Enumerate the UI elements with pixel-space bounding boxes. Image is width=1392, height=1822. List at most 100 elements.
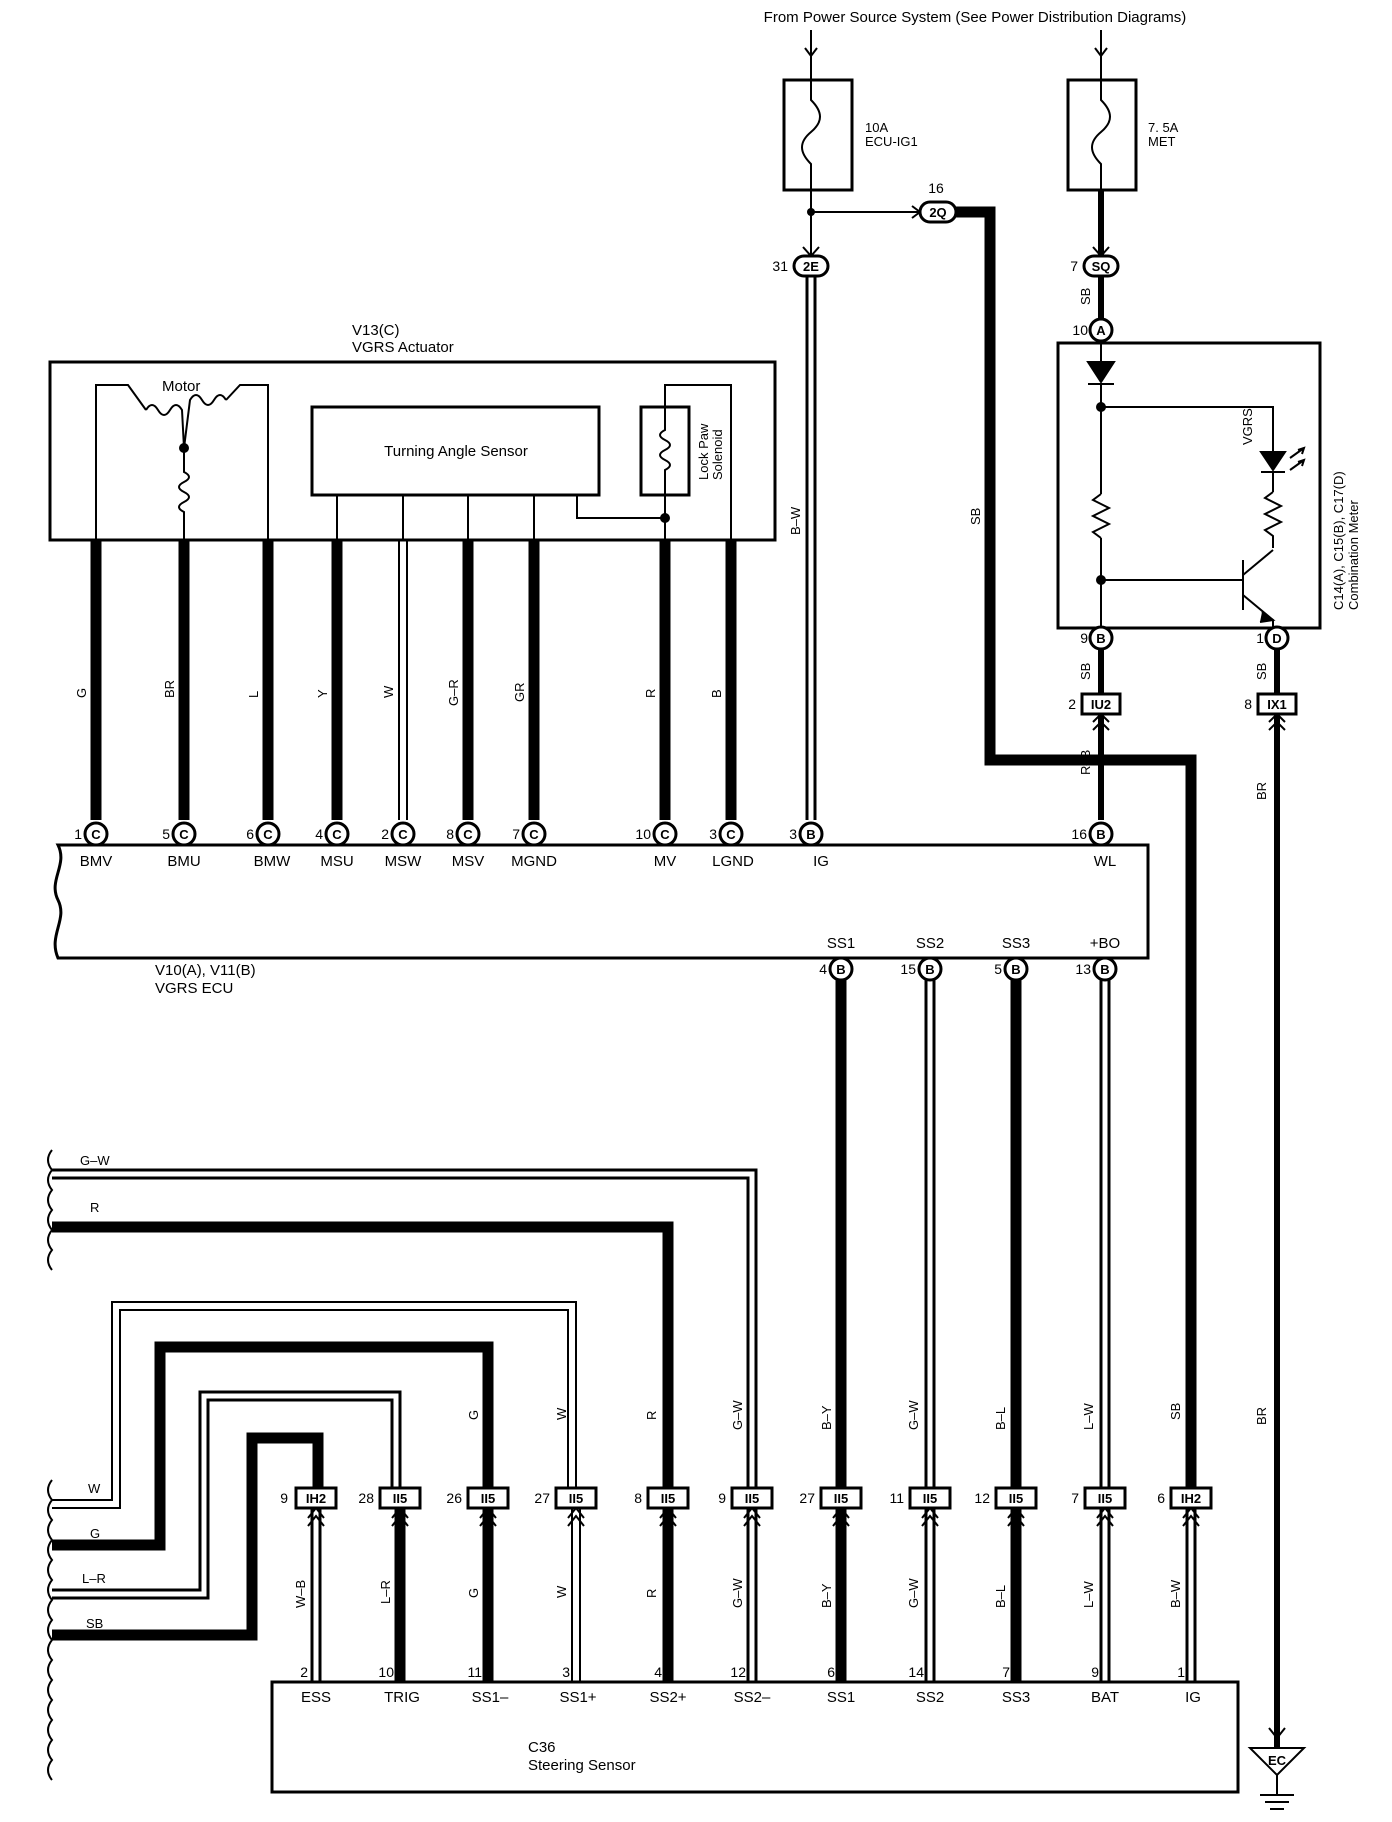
wire-bw-ig <box>805 276 817 820</box>
junction-iu2-pin: 2 <box>1068 696 1076 712</box>
fuse-ecu-ig1 <box>782 78 854 192</box>
actuator-ecu-wires <box>90 540 737 820</box>
ground-code: EC <box>1268 1753 1287 1768</box>
sensor-pin-name: IG <box>1185 1689 1201 1706</box>
actuator-id: V13(C) <box>352 322 400 339</box>
ecu-box <box>53 843 1150 960</box>
lower-label-ss2: G–W <box>906 1578 921 1608</box>
connector-upper-labels: G W R G–W B–Y G–W B–L L–W SB <box>466 1400 1183 1430</box>
ecu-pin-msv-num: 8 <box>446 826 454 842</box>
connector-pin: 9 <box>718 1490 726 1506</box>
connector-pin: 12 <box>974 1490 990 1506</box>
sensor-pin-num: 1 <box>1177 1664 1185 1680</box>
junction-2q-code: 2Q <box>929 205 946 220</box>
motor-windings <box>95 384 269 540</box>
junction-2q: 2Q 16 <box>918 180 958 224</box>
ecu-pin-msu-name: MSU <box>320 853 353 870</box>
fuse-met-rating: 7. 5A <box>1148 120 1179 135</box>
ecu-pin-lgnd-num: 3 <box>709 826 717 842</box>
ecu-pin-mgnd-num: 7 <box>512 826 520 842</box>
left-wire-r: R <box>90 1200 99 1215</box>
lower-label-bat: L–W <box>1081 1581 1096 1608</box>
ecu-pin-bo-code: B <box>1100 962 1109 977</box>
ecu-id: V10(A), V11(B) <box>155 962 256 979</box>
junction-ix1-pin: 8 <box>1244 696 1252 712</box>
turning-angle-sensor <box>310 405 601 497</box>
lower-label-ss1m: G <box>466 1588 481 1598</box>
fuse-ecu-ig1-rating: 10A <box>865 120 888 135</box>
lower-label-ss1p: W <box>554 1585 569 1598</box>
connector-code: II5 <box>1009 1491 1023 1506</box>
wire-sb-main-label: SB <box>968 508 983 525</box>
connector-code: II5 <box>569 1491 583 1506</box>
ecu-pin-ss1-name: SS1 <box>827 935 855 952</box>
fuse-met-name: MET <box>1148 134 1176 149</box>
ecu-pin-ss3-name: SS3 <box>1002 935 1030 952</box>
wire-label-mgnd: GR <box>512 683 527 703</box>
wire-sb-d-label: SB <box>1254 663 1269 680</box>
upper-label-9: G–W <box>730 1400 745 1430</box>
sensor-pin-name: TRIG <box>384 1689 420 1706</box>
ecu-pin-mgnd-name: MGND <box>511 853 557 870</box>
lower-label-ess: W–B <box>293 1580 308 1608</box>
ecu-pin-mv-code: C <box>660 827 670 842</box>
lower-label-ig: B–W <box>1168 1579 1183 1608</box>
connector-pin: 11 <box>889 1490 904 1506</box>
wire-label-bmw: L <box>246 691 261 698</box>
ecu-pin-msw-num: 2 <box>381 826 389 842</box>
junction-iu2: IU2 2 <box>1068 692 1122 716</box>
meter-id: C14(A), C15(B), C17(D) <box>1331 471 1346 610</box>
power-arrows <box>804 30 1108 80</box>
ecu-pin-mgnd-code: C <box>529 827 539 842</box>
connector-pin: 27 <box>799 1490 815 1506</box>
sensor-pin-name: ESS <box>301 1689 331 1706</box>
ecu-pin-lgnd-code: C <box>726 827 736 842</box>
junction-2e-code: 2E <box>803 259 819 274</box>
ecu-pin-msu-num: 4 <box>315 826 323 842</box>
power-source-label: From Power Source System (See Power Dist… <box>764 9 1187 26</box>
connector-code: II5 <box>393 1491 407 1506</box>
ecu-pin-bo-name: +BO <box>1090 935 1120 952</box>
sensor-pin-num: 14 <box>908 1664 924 1680</box>
solenoid-label-1: Lock Paw <box>696 423 711 480</box>
connector-ii5-27b: II5 27 <box>799 1486 863 1510</box>
wire-bw-ig-label: B–W <box>788 506 803 535</box>
junction-sq-pin: 7 <box>1070 258 1078 274</box>
upper-label-11: G–W <box>906 1400 921 1430</box>
ecu-pin-lgnd-name: LGND <box>712 853 754 870</box>
connector-ii5-27: II5 27 <box>534 1486 598 1510</box>
ecu-pin-bmw-name: BMW <box>254 853 292 870</box>
sensor-pin-name: BAT <box>1091 1689 1119 1706</box>
sensor-pin-num: 6 <box>827 1664 835 1680</box>
ecu-pin-ig-code: B <box>806 827 815 842</box>
upper-label-8: R <box>644 1411 659 1420</box>
ecu-pin-wl-code: B <box>1096 827 1105 842</box>
wire-sb-wl-label: SB <box>1078 663 1093 680</box>
meter-name: Combination Meter <box>1346 500 1361 610</box>
sensor-pin-num: 7 <box>1002 1664 1010 1680</box>
upper-label-26: G <box>466 1410 481 1420</box>
ecu-pin-ss3-code: B <box>1011 962 1020 977</box>
upper-label-12: B–L <box>993 1407 1008 1430</box>
wire-rb-label: R–B <box>1078 750 1093 775</box>
lower-label-ss2p: R <box>644 1589 659 1598</box>
ecu-pin-ss1-num: 4 <box>819 961 827 977</box>
connector-code: II5 <box>481 1491 495 1506</box>
connector-pin: 6 <box>1157 1490 1165 1506</box>
sensor-pin-num: 11 <box>467 1664 482 1680</box>
sensor-pin-name: SS2– <box>734 1689 771 1706</box>
connector-code: II5 <box>661 1491 675 1506</box>
ecu-pin-mv-name: MV <box>654 853 677 870</box>
connector-pin: 27 <box>534 1490 550 1506</box>
ground-symbol: EC <box>1247 1747 1307 1810</box>
ecu-pin-msv-name: MSV <box>452 853 485 870</box>
connector-code: II5 <box>834 1491 848 1506</box>
sensor-pin-name: SS2 <box>916 1689 944 1706</box>
sensor-pin-num: 12 <box>730 1664 746 1680</box>
ecu-pin-bmu-code: C <box>179 827 189 842</box>
